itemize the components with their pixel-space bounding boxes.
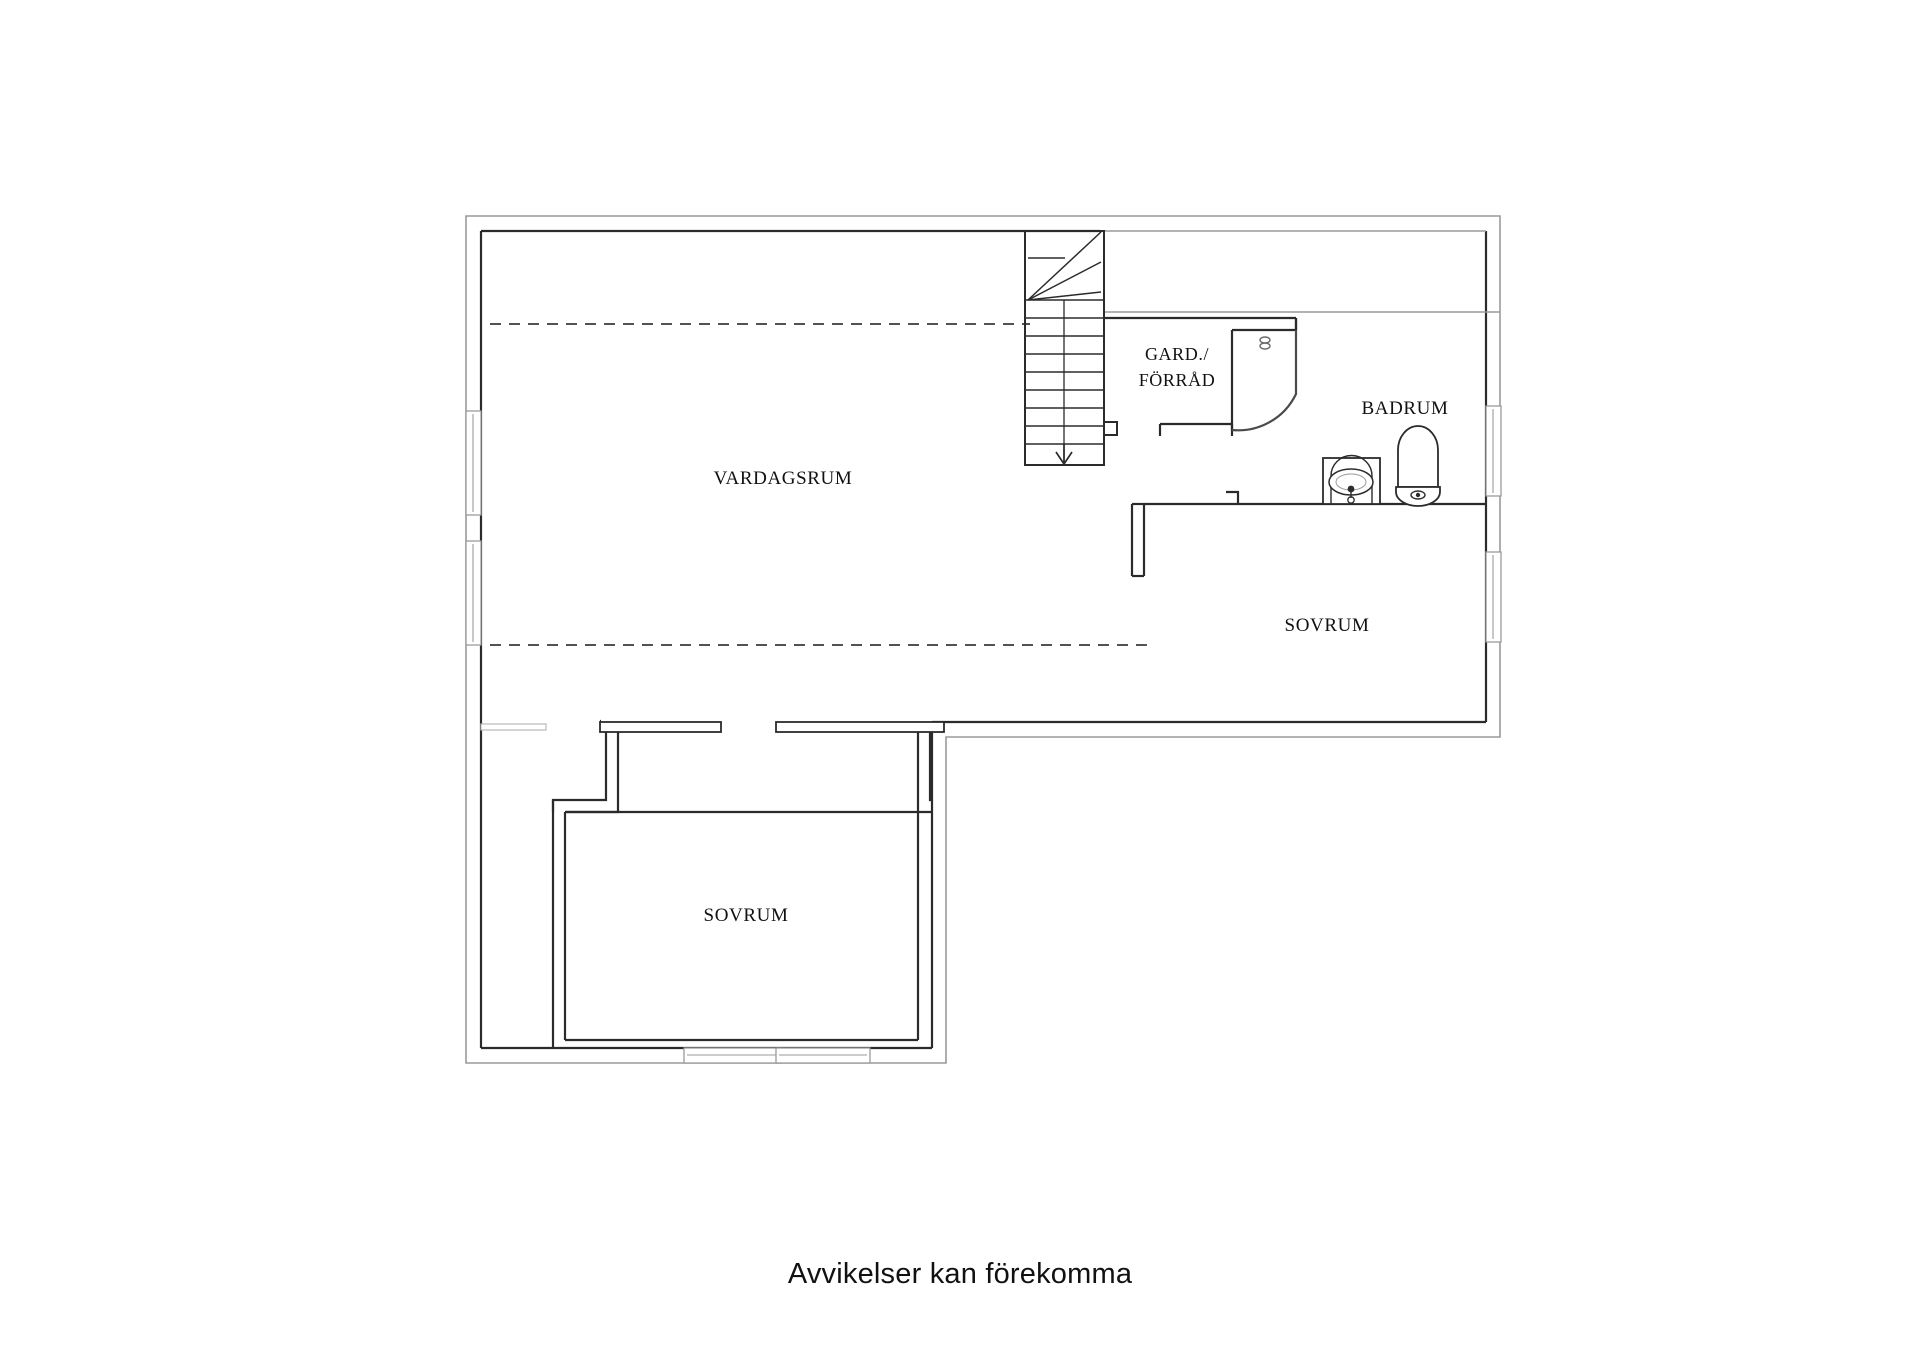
shower-enclosure — [1231, 330, 1298, 432]
window-left-upper — [465, 410, 482, 516]
outer-walls — [465, 215, 1501, 1064]
window-right-lower — [1485, 551, 1502, 643]
stair-direction-arrow-icon — [1055, 444, 1073, 466]
disclaimer-caption: Avvikelser kan förekomma — [787, 1258, 1133, 1290]
window-right-upper — [1485, 405, 1502, 497]
room-label-sovrum-upper: SOVRUM — [1285, 615, 1370, 636]
washbasin — [1322, 454, 1381, 505]
bathroom-storage-walls — [1104, 316, 1298, 436]
room-label-gard-forrad-line2: FÖRRÅD — [1139, 370, 1216, 390]
room-label-vardagsrum: VARDAGSRUM — [714, 468, 853, 489]
top-right-band — [1100, 230, 1500, 313]
lower-bedroom-walls — [480, 719, 945, 1048]
room-label-badrum: BADRUM — [1361, 398, 1448, 419]
shower-mixer-icon — [1259, 336, 1271, 350]
badrum-sovrum-divider — [1130, 490, 1486, 578]
window-left-lower — [465, 540, 482, 646]
sloped-ceiling-lines — [490, 323, 1152, 646]
window-bottom-left — [683, 1047, 783, 1064]
room-label-sovrum-lower: SOVRUM — [704, 905, 789, 926]
staircase — [1024, 230, 1118, 466]
window-bottom-right — [775, 1047, 871, 1064]
room-label-gard-forrad-line1: GARD./ — [1145, 344, 1209, 364]
toilet — [1395, 425, 1441, 507]
inner-wall-envelope — [479, 229, 1488, 1050]
